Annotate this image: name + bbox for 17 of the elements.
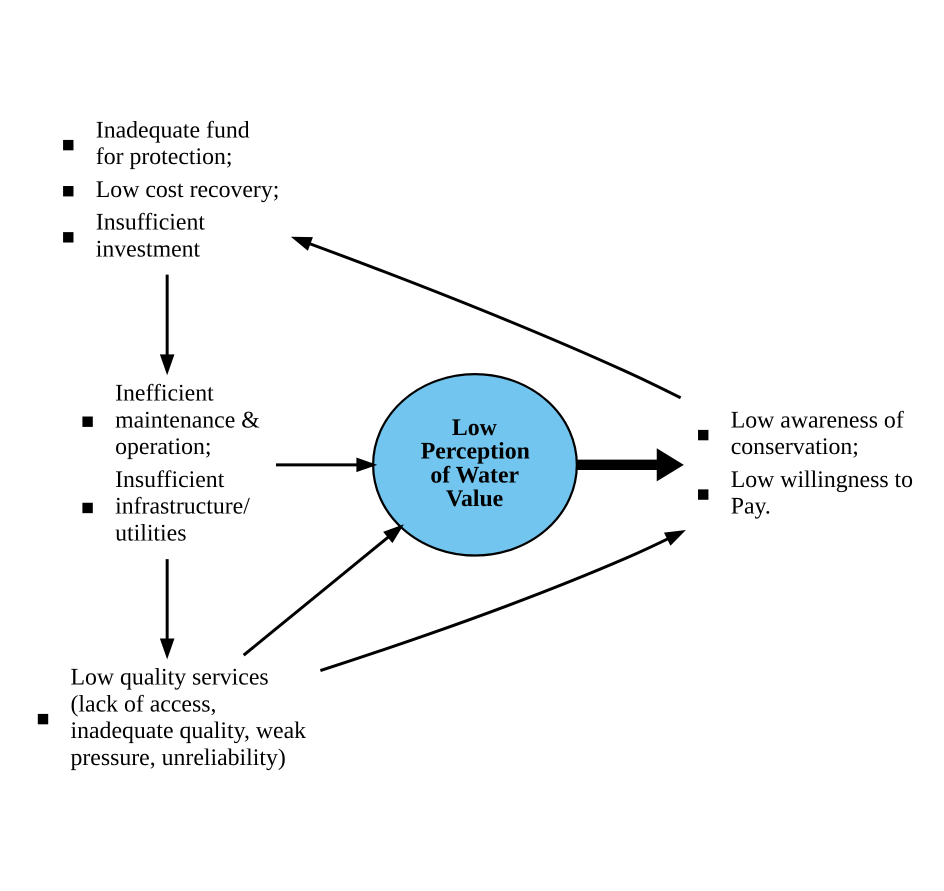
arrow xyxy=(242,524,404,656)
node-label: Low cost recovery; xyxy=(96,176,280,203)
node-ellipse: Low Perception of Water Value xyxy=(372,373,578,557)
node-label: Low willingness to Pay. xyxy=(730,466,914,520)
arrow xyxy=(160,559,174,660)
node-label: Inefficient maintenance & operation; xyxy=(115,380,260,460)
node-label: Low quality services (lack of access, inadequate quality, weak pressure, unreliability) xyxy=(70,664,306,771)
node-label: Insufficient infrastructure/ utilities xyxy=(115,466,250,546)
node-label: Low awareness of conservation; xyxy=(730,407,904,460)
arrow xyxy=(290,236,682,400)
arrow xyxy=(577,448,684,482)
arrow xyxy=(160,274,174,376)
node-box xyxy=(38,714,48,724)
node-label: Inadequate fund for protection; xyxy=(96,117,250,170)
arrow xyxy=(276,458,378,472)
arrow xyxy=(320,530,686,672)
node-label: Insufficient investment xyxy=(96,210,205,262)
